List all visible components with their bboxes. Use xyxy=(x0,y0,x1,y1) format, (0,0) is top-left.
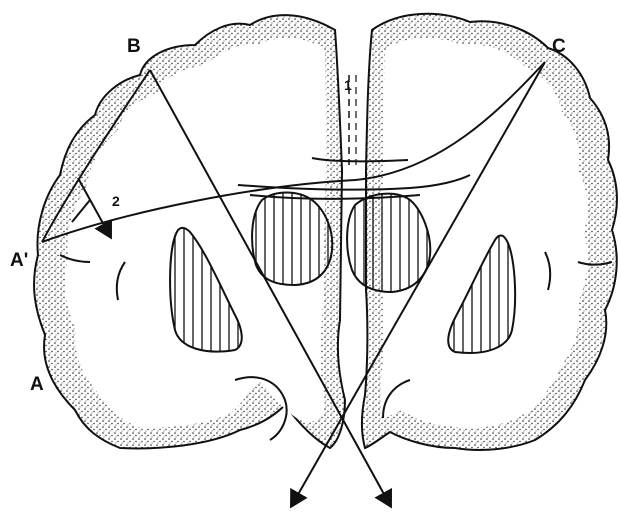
label-1: 1 xyxy=(344,77,352,93)
right-ventricle xyxy=(347,194,430,292)
label-b: B xyxy=(127,36,141,57)
label-2: 2 xyxy=(112,193,120,209)
label-a-prime: A' xyxy=(10,250,28,271)
midline-fissure: 1 xyxy=(344,75,356,165)
label-a: A xyxy=(30,374,44,395)
label-c: C xyxy=(552,36,566,57)
